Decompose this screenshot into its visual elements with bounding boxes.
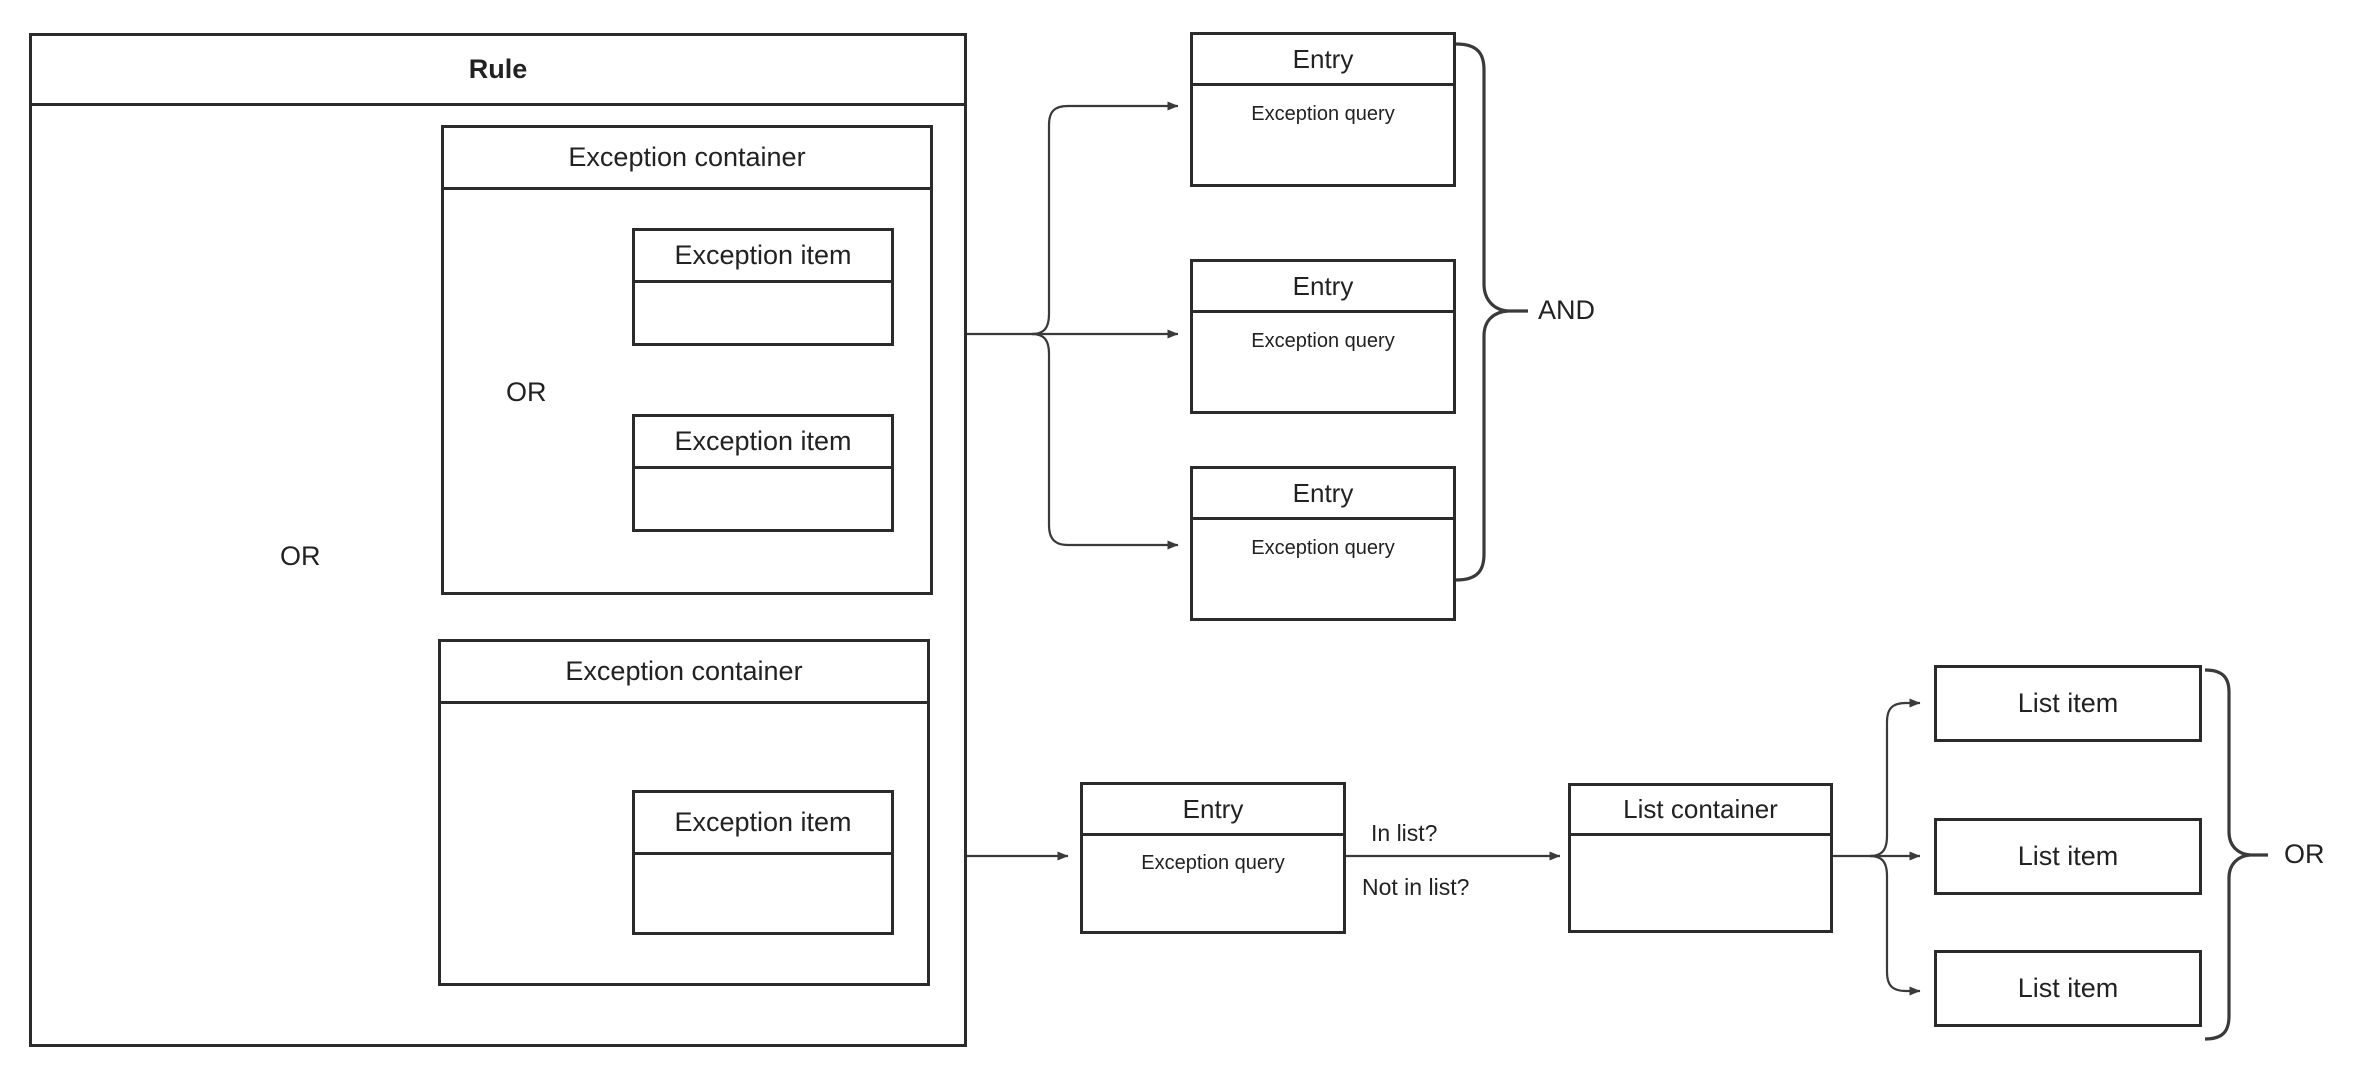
entry-box-2-query: Exception query — [1251, 330, 1395, 352]
exception-item-2-1-title: Exception item — [674, 807, 852, 837]
entry-box-3-query: Exception query — [1251, 537, 1395, 559]
list-entry-box-query: Exception query — [1141, 852, 1285, 874]
entry-box-1-query: Exception query — [1251, 103, 1395, 125]
entry-box-1-body: Exception query — [1193, 83, 1453, 184]
entries-and-brace — [1455, 42, 1528, 582]
list-container-body — [1571, 833, 1830, 930]
list-or-label: OR — [2284, 839, 2325, 869]
entry-box-1-header: Entry — [1193, 35, 1453, 86]
list-entry-box-title: Entry — [1182, 793, 1244, 824]
exception-item-1-2-body — [635, 466, 891, 529]
entry-box-2-header: Entry — [1193, 262, 1453, 313]
list-item-2-title: List item — [2017, 841, 2119, 871]
exception-item-2-1[interactable]: Exception item — [632, 790, 894, 935]
list-items-fanout — [1833, 698, 1921, 996]
exception-item-1-2[interactable]: Exception item — [632, 414, 894, 532]
rule-title: Rule — [468, 54, 528, 84]
list-item-1-body: List item — [1937, 668, 2199, 739]
outer-or-label: OR — [280, 541, 321, 571]
list-item-2-body: List item — [1937, 821, 2199, 892]
list-or-brace — [2204, 668, 2268, 1041]
edge-label-in-list: In list? — [1371, 820, 1438, 846]
entry-box-2-body: Exception query — [1193, 310, 1453, 411]
entry-box-2-title: Entry — [1292, 270, 1354, 301]
entry-box-3-title: Entry — [1292, 477, 1354, 508]
entry-box-1-title: Entry — [1292, 43, 1354, 74]
exception-item-1-2-title: Exception item — [674, 426, 852, 456]
list-entry-box[interactable]: Entry Exception query — [1080, 782, 1346, 934]
list-entry-box-body: Exception query — [1083, 833, 1343, 931]
entries-and-label: AND — [1538, 295, 1596, 325]
list-item-1[interactable]: List item — [1934, 665, 2202, 742]
inner-or-label: OR — [506, 377, 547, 407]
list-item-3[interactable]: List item — [1934, 950, 2202, 1027]
edge-label-not-in-list: Not in list? — [1362, 874, 1470, 900]
exception-item-1-1-title: Exception item — [674, 240, 852, 270]
rule-header: Rule — [32, 36, 964, 106]
exception-item-1-2-header: Exception item — [635, 417, 891, 469]
exception-container-1-title: Exception container — [568, 142, 806, 172]
list-item-1-title: List item — [2017, 688, 2119, 718]
exception-item-1-1[interactable]: Exception item — [632, 228, 894, 346]
list-container-header: List container — [1571, 786, 1830, 836]
exception-container-1-header: Exception container — [444, 128, 930, 190]
exception-item-1-1-body — [635, 280, 891, 343]
entry-box-3[interactable]: Entry Exception query — [1190, 466, 1456, 621]
list-item-3-body: List item — [1937, 953, 2199, 1024]
list-entry-box-header: Entry — [1083, 785, 1343, 836]
entry-box-3-body: Exception query — [1193, 517, 1453, 618]
exception-container-2-title: Exception container — [565, 656, 803, 686]
exception-item-2-1-body — [635, 852, 891, 932]
entry-box-2[interactable]: Entry Exception query — [1190, 259, 1456, 414]
list-container-title: List container — [1623, 794, 1778, 824]
exception-container-2-header: Exception container — [441, 642, 927, 704]
entry-box-1[interactable]: Entry Exception query — [1190, 32, 1456, 187]
exception-item-1-1-header: Exception item — [635, 231, 891, 283]
list-container[interactable]: List container — [1568, 783, 1833, 933]
list-item-2[interactable]: List item — [1934, 818, 2202, 895]
exception-item-2-1-header: Exception item — [635, 793, 891, 855]
list-item-3-title: List item — [2017, 973, 2119, 1003]
entry-box-3-header: Entry — [1193, 469, 1453, 520]
